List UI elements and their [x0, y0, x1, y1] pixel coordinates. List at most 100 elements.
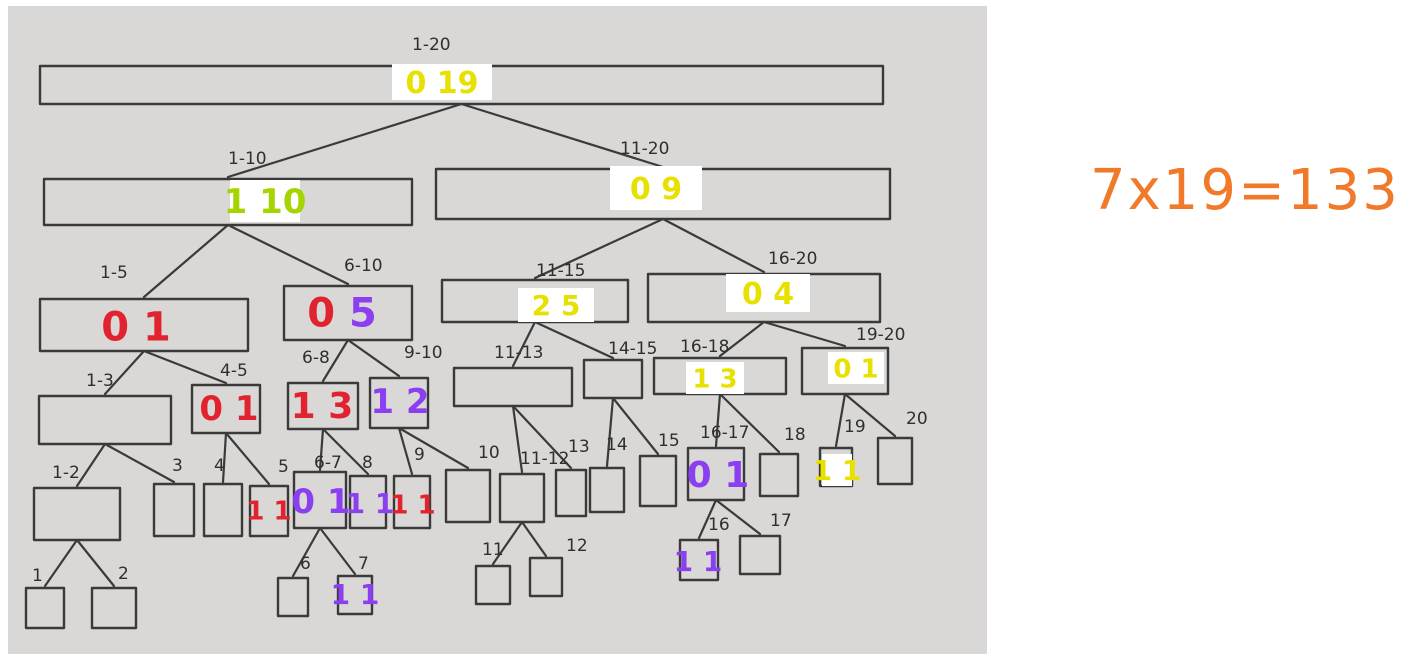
tree-node: 12	[528, 536, 588, 598]
tree-node: 13	[554, 437, 590, 518]
node-box	[876, 436, 914, 486]
tag-highlight	[518, 288, 594, 322]
node-range-label: 1-3	[86, 371, 114, 391]
node-tag-value: 0 1	[833, 354, 878, 384]
tree-edge	[221, 431, 228, 484]
tree-node: 3	[152, 456, 196, 538]
node-tag-value: 0 19	[405, 66, 478, 101]
tree-edge	[714, 392, 722, 448]
node-range-label: 20	[906, 409, 928, 429]
tree-edge	[697, 498, 718, 540]
tree-edge	[511, 320, 537, 368]
tree-node: 16-200 4	[646, 249, 882, 324]
tree-edge	[75, 538, 116, 588]
tree-edge	[834, 392, 847, 448]
node-range-label: 10	[478, 443, 500, 463]
node-range-label: 11-13	[494, 343, 543, 363]
tree-edge	[43, 538, 79, 588]
node-range-label: 11-20	[620, 139, 669, 159]
tree-edge	[142, 223, 230, 299]
tree-node: 17	[738, 511, 792, 576]
node-box	[528, 556, 564, 598]
tree-edge	[718, 392, 781, 454]
node-range-label: 7	[358, 554, 369, 574]
node-range-label: 1	[32, 566, 43, 586]
tree-node: 1	[24, 566, 66, 630]
tag-part: 5	[349, 290, 377, 336]
tree-node: 71 1	[331, 554, 379, 616]
node-range-label: 16-18	[680, 337, 729, 357]
node-range-label: 1-20	[412, 35, 451, 55]
node-range-label: 3	[172, 456, 183, 476]
node-range-label: 11-12	[520, 449, 569, 469]
tree-edge	[491, 520, 524, 566]
tree-edge	[611, 396, 660, 456]
node-range-label: 16	[708, 515, 730, 535]
tree-node: 6-100 5	[282, 256, 414, 342]
node-range-label: 1-5	[100, 263, 128, 283]
tree-node: 4	[202, 456, 244, 538]
node-box	[276, 576, 310, 618]
node-box	[202, 482, 244, 538]
tree-node: 1-20 0 19	[38, 35, 885, 106]
node-box	[348, 474, 388, 530]
tag-highlight	[610, 166, 702, 210]
node-tag-value: 0 1	[687, 455, 750, 496]
tree-edge	[511, 404, 524, 474]
tree-node: 20	[876, 409, 928, 486]
node-range-label: 15	[658, 431, 680, 451]
node-range-label: 5	[278, 457, 289, 477]
node-tag-value: 1 1	[813, 454, 862, 487]
node-box	[444, 468, 492, 524]
tag-highlight	[230, 180, 300, 222]
tree-edge	[291, 526, 322, 578]
tree-edge	[714, 498, 762, 536]
tree-node: 16-17 0 1	[687, 423, 750, 502]
node-tag-value: 2 5	[532, 289, 581, 322]
tree-edge	[762, 320, 847, 348]
node-tag-value: 1 1	[346, 487, 395, 520]
node-tag-value: 1 10	[224, 182, 307, 222]
node-box	[582, 358, 644, 400]
node-tag-value: 1 3	[291, 386, 354, 427]
node-tag-value: 0 5	[307, 290, 377, 336]
paper-background	[8, 6, 987, 654]
node-box	[554, 468, 588, 518]
tree-node: 16-181 3	[652, 337, 788, 396]
node-range-label: 14	[606, 435, 628, 455]
node-range-label: 19	[844, 417, 866, 437]
node-tag-value: 0 1	[101, 304, 171, 350]
node-box	[38, 297, 250, 353]
tree-node: 5 1 1	[246, 457, 292, 538]
node-tag-value: 0 1	[291, 482, 350, 522]
tree-node: 18	[758, 425, 806, 498]
tree-node: 161 1	[674, 515, 730, 582]
tree-edge	[460, 102, 665, 169]
tree-node: 1-101 10	[42, 149, 414, 227]
node-box	[282, 284, 414, 342]
tag-part: 0	[307, 290, 349, 336]
tree-edge	[661, 217, 766, 274]
tree-node: 14-15	[582, 339, 657, 400]
node-box	[588, 466, 626, 514]
node-tag-value: 1 1	[246, 496, 291, 526]
node-range-label: 6	[300, 554, 311, 574]
node-range-label: 16-20	[768, 249, 817, 269]
tree-edge	[533, 320, 615, 360]
tree-edge	[321, 338, 350, 383]
node-range-label: 18	[784, 425, 806, 445]
tree-node: 1-2	[32, 463, 122, 542]
tag-highlight	[828, 352, 884, 384]
node-box	[42, 177, 414, 227]
tree-edge	[520, 520, 548, 558]
tree-node: 91 1	[390, 445, 436, 530]
node-range-label: 19-20	[856, 325, 905, 345]
node-box	[90, 586, 138, 630]
tag-highlight	[726, 274, 810, 312]
tree-node: 6-70 1	[291, 453, 351, 530]
node-range-label: 11	[482, 540, 504, 560]
tree-node: 1-3	[37, 371, 173, 446]
node-range-label: 16-17	[700, 423, 749, 443]
node-range-label: 17	[770, 511, 792, 531]
tree-edge	[226, 223, 350, 286]
